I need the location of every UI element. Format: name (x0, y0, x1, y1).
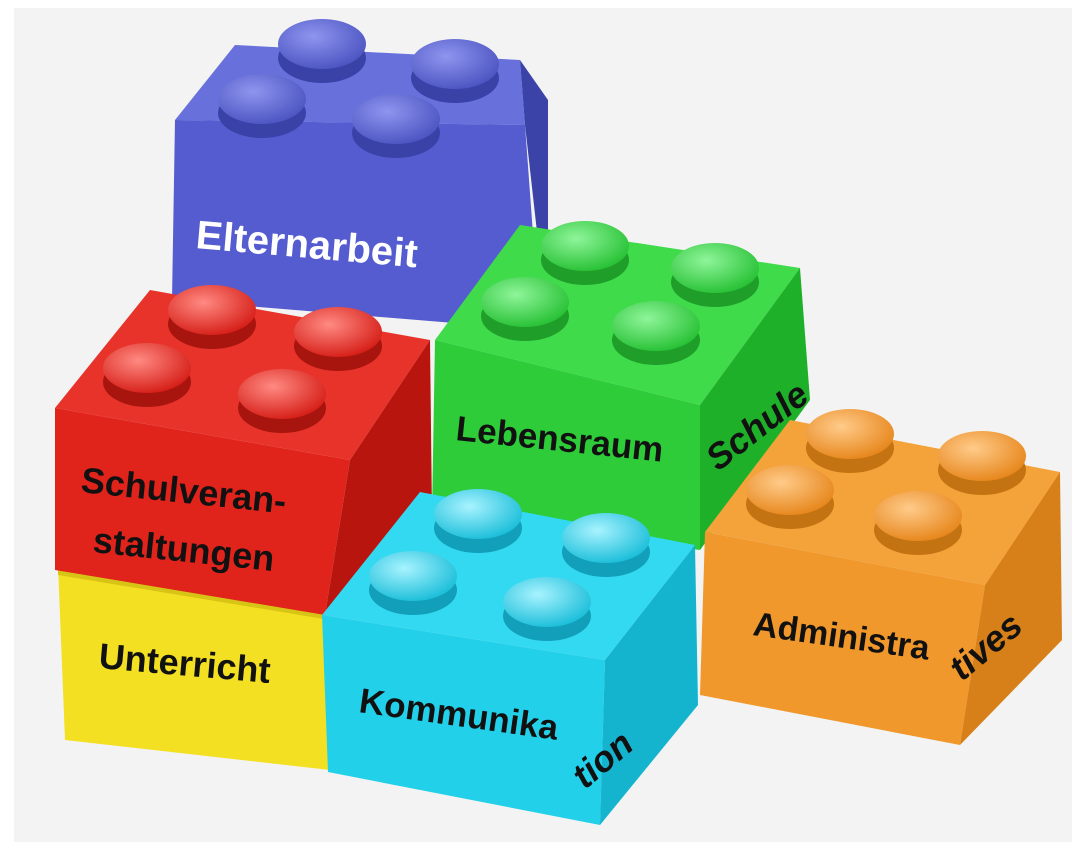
brick-elternarbeit-front (172, 120, 540, 330)
brick-schulveranstaltungen-side (325, 340, 432, 615)
brick-elternarbeit: Elternarbeit (172, 19, 548, 330)
brick-schulveranstaltungen-studs (103, 285, 382, 433)
brick-kommunikation-side (600, 545, 698, 825)
brick-schulveranstaltungen: Schulveran- staltungen (55, 285, 432, 615)
brick-kommunikation-studs (369, 489, 650, 641)
brick-kommunikation: Kommunika tion (322, 489, 698, 825)
brick-lebensraum-side (700, 268, 810, 550)
brick-lebensraum-studs (481, 221, 759, 365)
brick-administratives-studs (746, 409, 1026, 555)
brick-elternarbeit-studs (218, 19, 499, 158)
brick-lebensraum-schule: Lebensraum Schule (432, 221, 816, 550)
brick-administratives: Administra tives (700, 409, 1062, 745)
brick-schulveranstaltungen-front (55, 408, 350, 615)
brick-administratives-front (700, 532, 985, 745)
brick-administratives-side (960, 472, 1062, 745)
brick-kommunikation-front (322, 615, 605, 825)
brick-unterricht-front (58, 565, 330, 770)
